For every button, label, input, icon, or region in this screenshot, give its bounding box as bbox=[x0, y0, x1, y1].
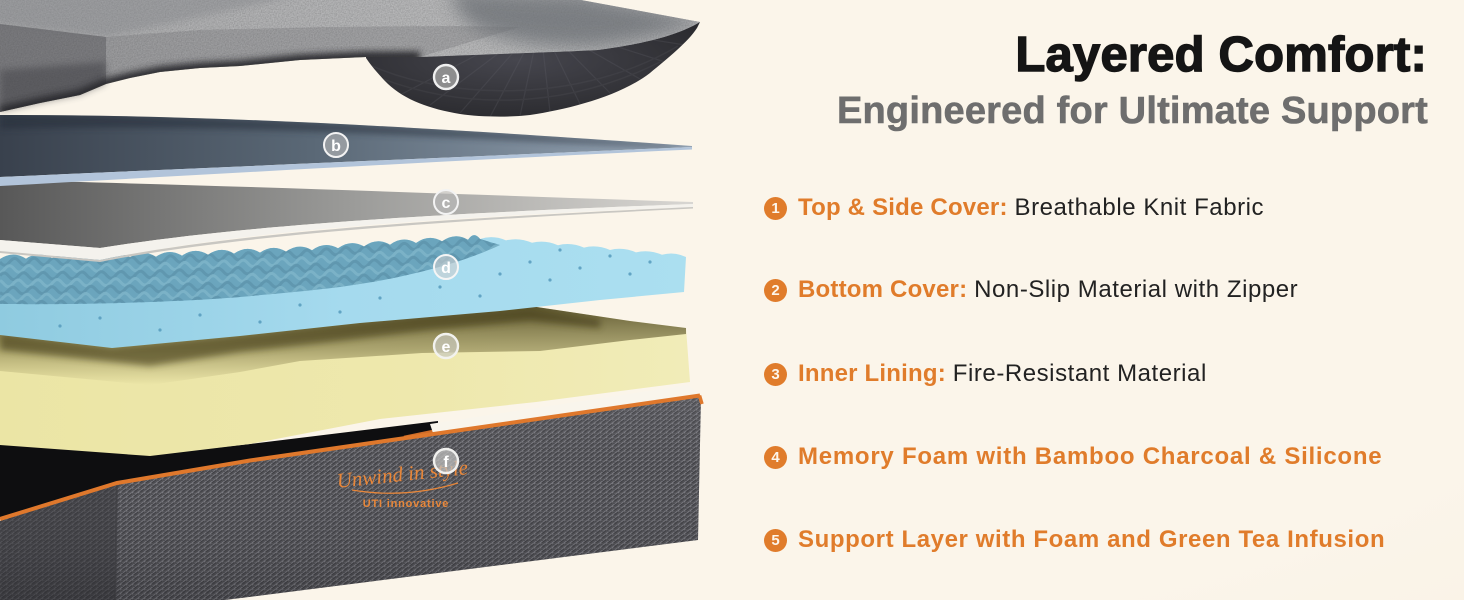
svg-text:a: a bbox=[442, 70, 451, 87]
svg-text:f: f bbox=[443, 454, 449, 471]
svg-text:b: b bbox=[331, 138, 341, 155]
svg-text:c: c bbox=[442, 195, 451, 212]
svg-text:UTI innovative: UTI innovative bbox=[363, 498, 449, 510]
svg-text:d: d bbox=[441, 260, 451, 277]
svg-text:e: e bbox=[442, 339, 451, 356]
